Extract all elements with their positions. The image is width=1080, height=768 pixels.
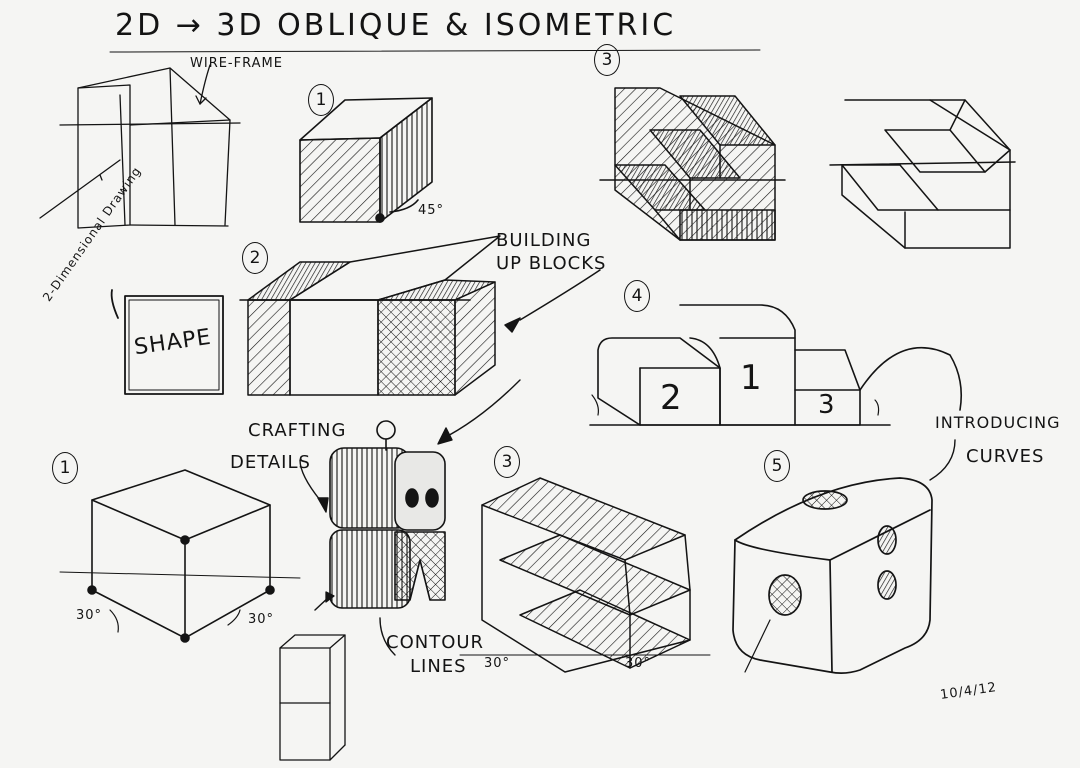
step-number-stairs-top: 3 (594, 44, 620, 76)
hatched-stairs-drawing (599, 87, 786, 241)
robot-blocks-drawing (329, 420, 446, 609)
title-underline (109, 49, 761, 53)
introducing-curves-label-line-1: INTRODUCING (935, 413, 1061, 432)
angle-30-right-label: 30° (248, 612, 275, 627)
step-number-iso-cube: 1 (52, 452, 78, 484)
page-title: 2D → 3D OBLIQUE & ISOMETRIC (115, 8, 677, 43)
angle-30-stairs-right-label: 30° (625, 656, 652, 671)
angle-30-stairs-left-label: 30° (484, 656, 511, 671)
angle-30-left-label: 30° (76, 608, 103, 623)
shape-2d-drawing (110, 289, 224, 395)
introducing-curves-label-line-2: CURVES (966, 446, 1045, 467)
step-number-oblique-blocks: 2 (242, 242, 268, 274)
isometric-stairs-drawing (459, 477, 711, 673)
oblique-blocks-drawing (239, 235, 601, 396)
crafting-details-label-line-2: DETAILS (230, 452, 311, 473)
angle-45-label: 45° (418, 203, 445, 218)
podium-drawing (589, 304, 963, 426)
oblique-box-drawing (299, 97, 433, 223)
wireframe-cube-drawing (39, 64, 241, 229)
building-up-blocks-label-line-2: UP BLOCKS (496, 253, 607, 274)
crafting-details-label-line-1: CRAFTING (248, 420, 347, 441)
outline-stairs-drawing (829, 99, 1016, 249)
step-number-rounded-cube: 5 (764, 450, 790, 482)
isometric-cube-drawing (59, 469, 301, 643)
building-up-blocks-label-line-1: BUILDING (496, 230, 592, 251)
contour-lines-label-line-2: LINES (410, 656, 467, 677)
annotation-arrows (299, 379, 956, 656)
wire-frame-label: WIRE-FRAME (190, 56, 283, 71)
podium-1-label: 1 (740, 358, 763, 398)
rounded-cube-drawing (732, 477, 933, 674)
podium-2-label: 2 (660, 378, 683, 418)
step-number-podium: 4 (624, 280, 650, 312)
small-box-drawing (279, 591, 346, 761)
step-number-oblique-box: 1 (308, 84, 334, 116)
step-number-iso-stairs: 3 (494, 446, 520, 478)
contour-lines-label-line-1: CONTOUR (386, 632, 485, 653)
podium-3-label: 3 (818, 390, 836, 420)
